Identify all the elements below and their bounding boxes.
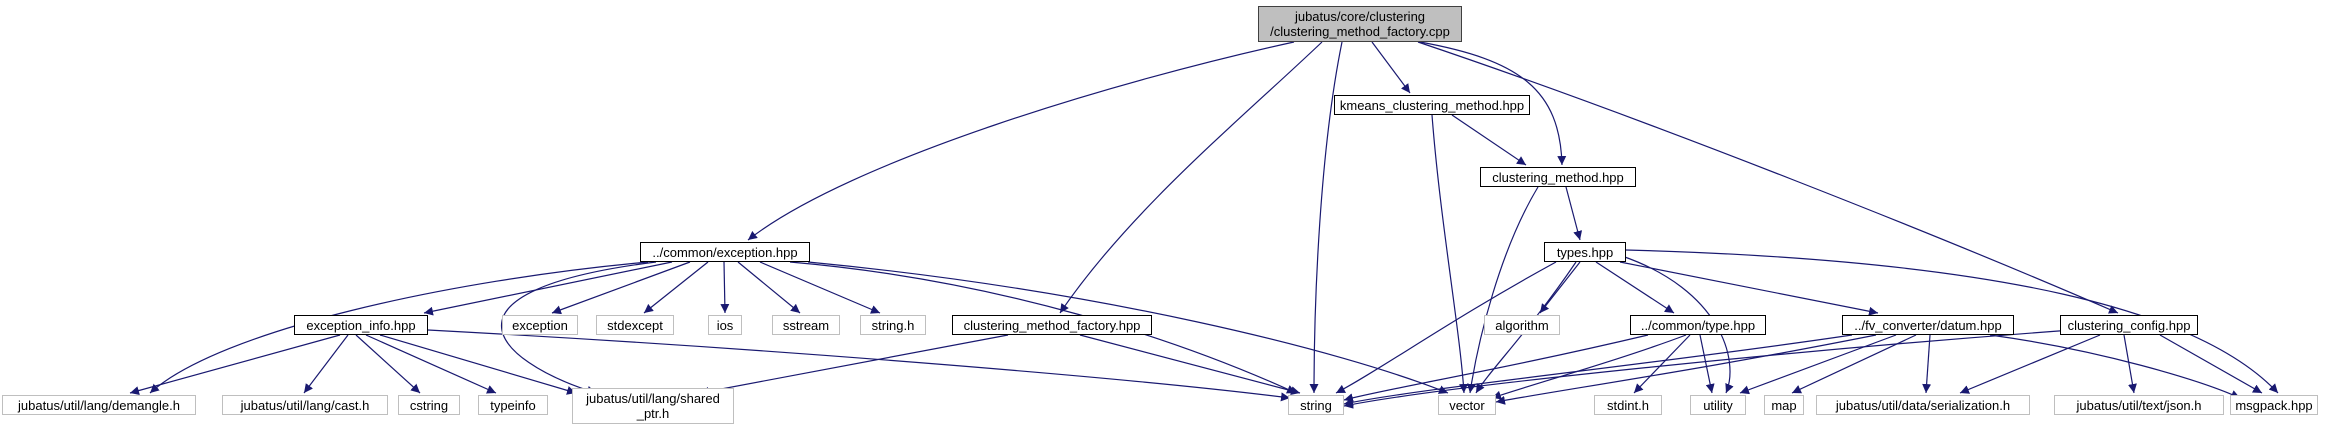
edge-cmf-shared-ptr xyxy=(699,334,1009,396)
node-utility[interactable]: utility xyxy=(1690,395,1746,415)
edge-info-demangle xyxy=(129,334,341,395)
edge-info-shared-ptr xyxy=(379,334,577,395)
edge-info-typeinfo xyxy=(365,334,497,394)
node-serialization[interactable]: jubatus/util/data/serialization.h xyxy=(1816,395,2030,415)
edge-datum-msgpack xyxy=(1989,334,2241,399)
node-typeinfo[interactable]: typeinfo xyxy=(478,395,548,415)
edge-types-datum xyxy=(1619,261,1879,316)
node-kmeans-clustering-method[interactable]: kmeans_clustering_method.hpp xyxy=(1334,95,1530,115)
edge-exception-vector xyxy=(807,261,1449,394)
edge-exception-info xyxy=(423,261,673,316)
node-vector[interactable]: vector xyxy=(1438,395,1496,415)
node-json[interactable]: jubatus/util/text/json.h xyxy=(2054,395,2224,415)
node-cast[interactable]: jubatus/util/lang/cast.h xyxy=(222,395,388,415)
node-string[interactable]: string xyxy=(1288,395,1344,415)
edge-exception-sstream xyxy=(737,261,801,314)
edge-root-string xyxy=(1309,41,1343,394)
edge-types-string xyxy=(1335,261,1557,394)
edge-datum-utility xyxy=(1739,334,1897,395)
edge-clustering-method-vector xyxy=(1466,186,1539,394)
edge-kmeans-clustering-method xyxy=(1451,114,1527,166)
node-fv-converter-datum[interactable]: ../fv_converter/datum.hpp xyxy=(1842,315,2014,335)
edge-root-config xyxy=(1417,41,2119,314)
edge-exception-exc xyxy=(551,261,691,315)
dependency-edges xyxy=(129,41,2279,409)
edge-type-utility xyxy=(1699,334,1715,394)
edge-exception-stdexcept xyxy=(643,261,709,314)
edge-config-string xyxy=(1343,329,2073,409)
node-sstream[interactable]: sstream xyxy=(772,315,840,335)
edge-info-cast xyxy=(303,334,349,394)
node-algorithm[interactable]: algorithm xyxy=(1484,315,1560,335)
edge-exception-string-h xyxy=(759,261,881,314)
edge-config-json xyxy=(2123,334,2137,394)
edge-config-serialization xyxy=(1959,334,2101,394)
node-clustering-method[interactable]: clustering_method.hpp xyxy=(1480,167,1636,187)
node-ios[interactable]: ios xyxy=(708,315,742,335)
edge-info-string xyxy=(427,329,1291,402)
node-cstring[interactable]: cstring xyxy=(398,395,460,415)
edge-types-vector xyxy=(1475,261,1577,394)
edge-exception-demangle xyxy=(149,261,649,394)
node-map[interactable]: map xyxy=(1764,395,1804,415)
edge-types-msgpack xyxy=(1625,249,2279,394)
node-clustering-method-factory-hpp[interactable]: clustering_method_factory.hpp xyxy=(952,315,1152,335)
node-root-file[interactable]: jubatus/core/clustering /clustering_meth… xyxy=(1258,6,1462,42)
edge-root-kmeans xyxy=(1371,41,1411,94)
edge-info-cstring xyxy=(355,334,421,394)
node-common-type[interactable]: ../common/type.hpp xyxy=(1630,315,1766,335)
edge-kmeans-vector xyxy=(1431,114,1468,394)
edge-root-exception xyxy=(747,41,1295,241)
node-types[interactable]: types.hpp xyxy=(1544,242,1626,262)
edge-types-common-type xyxy=(1595,261,1675,314)
node-msgpack[interactable]: msgpack.hpp xyxy=(2230,395,2318,415)
edge-exception-shared-ptr xyxy=(501,261,657,395)
node-common-exception[interactable]: ../common/exception.hpp xyxy=(640,242,810,262)
edge-type-string xyxy=(1343,334,1649,403)
edge-datum-string xyxy=(1343,334,1853,407)
edge-datum-vector xyxy=(1495,334,1877,405)
node-string-h[interactable]: string.h xyxy=(860,315,926,335)
edge-cmf-string xyxy=(1079,334,1301,396)
edge-config-msgpack xyxy=(2159,334,2263,394)
edge-type-stdint xyxy=(1633,334,1691,394)
edge-clustering-method-types xyxy=(1565,186,1583,241)
edge-types-algorithm xyxy=(1539,261,1581,314)
edge-root-cmf xyxy=(1059,41,1323,314)
node-exception-info[interactable]: exception_info.hpp xyxy=(294,315,428,335)
node-demangle[interactable]: jubatus/util/lang/demangle.h xyxy=(2,395,196,415)
node-stdexcept[interactable]: stdexcept xyxy=(596,315,674,335)
node-clustering-config[interactable]: clustering_config.hpp xyxy=(2060,315,2198,335)
node-shared-ptr[interactable]: jubatus/util/lang/shared _ptr.h xyxy=(572,388,734,424)
node-exception[interactable]: exception xyxy=(502,315,578,335)
edge-root-clustering-method xyxy=(1419,41,1567,166)
node-stdint[interactable]: stdint.h xyxy=(1594,395,1662,415)
edge-exception-ios xyxy=(720,261,730,314)
edge-exception-string xyxy=(789,261,1297,394)
edge-datum-serialization xyxy=(1922,334,1932,394)
